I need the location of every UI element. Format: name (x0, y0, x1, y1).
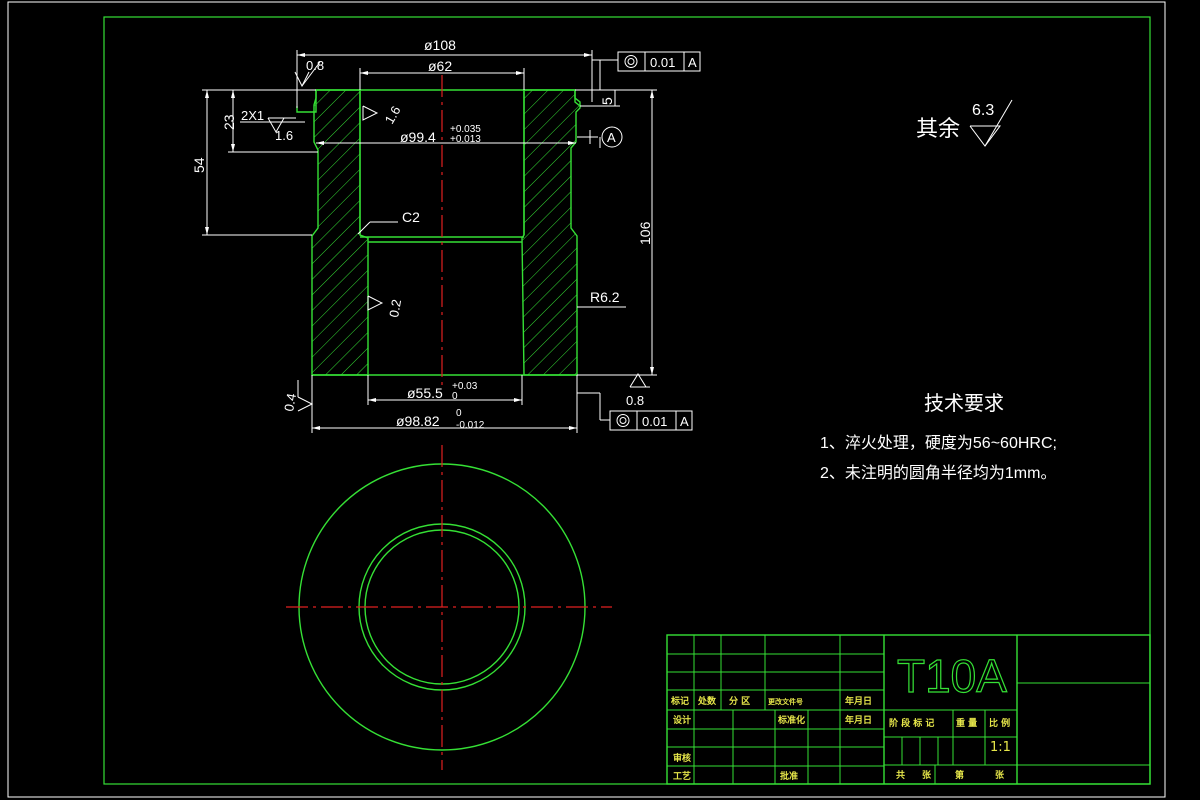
concentricity-icon (616, 414, 630, 427)
title-scale: 1:1 (990, 740, 1011, 755)
dim-d62: ø62 (428, 58, 452, 74)
tb-standardize: 标准化 (777, 714, 805, 726)
tb-zone: 分 区 (729, 695, 750, 707)
rest-roughness-label: 其余 (916, 116, 960, 141)
tb-count: 处数 (697, 695, 717, 707)
inner-border (103, 16, 1151, 785)
dim-chamfer-2x1: 2X1 (241, 108, 264, 123)
datum-a-symbol: A (601, 126, 623, 148)
tb-weight: 重 量 (956, 717, 977, 729)
tol-bottom-datum: A (680, 414, 689, 429)
datum-a-label: A (607, 130, 616, 145)
right-wall-hatch (521, 89, 581, 376)
dim-d55-tol-lower: 0 (452, 391, 458, 402)
dim-chamfer-c2: C2 (402, 209, 420, 225)
tb-design: 设计 (673, 714, 691, 726)
dim-h106: 106 (637, 221, 653, 245)
tol-top-value: 0.01 (650, 55, 675, 70)
rough-bottom-face: 0.4 (281, 392, 299, 412)
tolerance-frame-top: 0.01 A (617, 51, 701, 72)
dim-d108: ø108 (424, 37, 456, 53)
dim-d55-tol-upper: +0.03 (452, 381, 478, 392)
title-block (666, 634, 1151, 785)
concentricity-icon (624, 55, 638, 68)
dim-d99-tol-lower: +0.013 (450, 134, 481, 145)
rough-bore-upper: 1.6 (382, 103, 404, 126)
tb-approve: 批准 (780, 770, 798, 782)
dimension-arrows (205, 53, 654, 430)
rough-outer-lower: 0.8 (626, 393, 644, 408)
tb-total: 共 (896, 769, 905, 781)
tb-date1: 年月日 (845, 695, 872, 707)
rough-bore-lower: 0.2 (386, 298, 404, 318)
tb-ratio: 比 例 (989, 717, 1010, 729)
tb-sheet-page: 张 (995, 769, 1005, 781)
top-view (286, 445, 612, 770)
dim-d99: ø99.4 (400, 129, 436, 145)
tolerance-frame-bottom: 0.01 A (609, 410, 693, 431)
tb-page: 第 (955, 769, 964, 781)
tol-bottom-value: 0.01 (642, 414, 667, 429)
tb-stage-mark: 阶 段 标 记 (889, 717, 934, 729)
section-view (296, 75, 581, 390)
tol-top-datum: A (688, 55, 697, 70)
tb-review: 审核 (673, 752, 691, 764)
tb-process: 工艺 (673, 770, 691, 782)
rough-step-face: 1.6 (275, 128, 293, 143)
tb-change-doc: 更改文件号 (768, 697, 803, 706)
dim-d98: ø98.82 (396, 413, 440, 429)
dim-h54: 54 (191, 157, 207, 173)
rest-roughness-note: 其余 6.3 (916, 99, 1013, 147)
rest-roughness-value: 6.3 (972, 102, 994, 119)
tb-mark: 标记 (670, 695, 689, 707)
title-material: T10A (897, 650, 1007, 702)
dim-h23: 23 (221, 114, 237, 130)
tech-req-item-2: 2、未注明的圆角半径均为1mm。 (820, 464, 1056, 482)
rough-top-face: 0.8 (306, 58, 324, 73)
dim-radius: R6.2 (590, 289, 620, 305)
dim-d55: ø55.5 (407, 385, 443, 401)
tech-req-item-1: 1、淬火处理，硬度为56~60HRC; (820, 434, 1057, 452)
dim-d99-tol-upper: +0.035 (450, 124, 481, 135)
tb-date2: 年月日 (845, 714, 872, 726)
outer-border (7, 1, 1166, 798)
dim-h5: 5 (599, 97, 615, 105)
tb-sheet-total: 张 (922, 769, 932, 781)
dim-d98-tol-upper: 0 (456, 408, 462, 419)
dimension-lines (202, 50, 657, 433)
dim-d98-tol-lower: -0.012 (456, 420, 485, 431)
tech-req-title: 技术要求 (924, 392, 1004, 415)
